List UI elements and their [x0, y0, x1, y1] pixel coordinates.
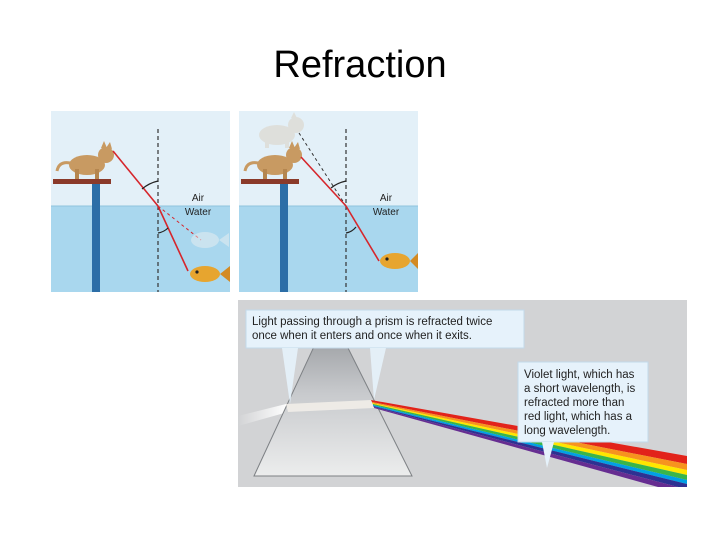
prism: [253, 310, 413, 477]
prism-dispersion-panel: Light passing through a prism is refract…: [238, 300, 687, 487]
angle-arc-air: [141, 180, 159, 190]
incident-ray: [112, 150, 159, 207]
refraction-illustration-left: Air Water: [51, 111, 230, 292]
callout-right-line3: refracted more than: [524, 397, 624, 409]
water-label: Water: [373, 207, 400, 218]
callout-top-line1: Light passing through a prism is refract…: [252, 316, 492, 328]
callout-top: Light passing through a prism is refract…: [245, 309, 525, 404]
apparent-fish-icon: [191, 232, 229, 248]
refraction-panel-apparent-cat: Air Water: [239, 111, 418, 292]
spectrum-indigo: [373, 406, 687, 487]
callout-right-line2: a short wavelength, is: [524, 383, 635, 395]
platform: [53, 179, 111, 184]
callout-right-line1: Violet light, which has: [524, 369, 635, 381]
internal-beam: [286, 400, 374, 412]
angle-arc-water: [345, 226, 357, 234]
white-light-beam: [238, 404, 288, 426]
fish-icon: [380, 253, 418, 269]
apparent-ray: [298, 132, 347, 207]
callout-right: Violet light, which has a short waveleng…: [517, 361, 649, 468]
pole: [280, 183, 288, 292]
callout-right-line4: red light, which has a: [524, 411, 633, 423]
refraction-panel-cat-fish: Air Water: [51, 111, 230, 292]
slide-title: Refraction: [273, 44, 447, 86]
water-label: Water: [185, 207, 212, 218]
cat-icon: [243, 141, 302, 179]
water-region: [239, 206, 418, 292]
refracted-ray: [157, 205, 189, 272]
fish-icon: [190, 266, 230, 282]
refraction-illustration-right: Air Water: [239, 111, 418, 292]
air-label: Air: [192, 193, 205, 204]
refracted-ray: [345, 205, 380, 262]
air-label: Air: [380, 193, 393, 204]
platform: [241, 179, 299, 184]
apparent-cat-icon: [259, 112, 304, 148]
incident-ray: [300, 156, 347, 207]
angle-arc-water: [157, 227, 169, 234]
pole: [92, 183, 100, 292]
prism-illustration: Light passing through a prism is refract…: [238, 300, 687, 487]
spectrum-violet: [374, 407, 678, 487]
callout-top-line2: once when it enters and once when it exi…: [252, 330, 472, 342]
callout-right-line5: long wavelength.: [524, 425, 610, 437]
cat-icon: [55, 141, 114, 179]
angle-arc-air: [330, 180, 347, 189]
spectrum-blue: [373, 405, 687, 484]
